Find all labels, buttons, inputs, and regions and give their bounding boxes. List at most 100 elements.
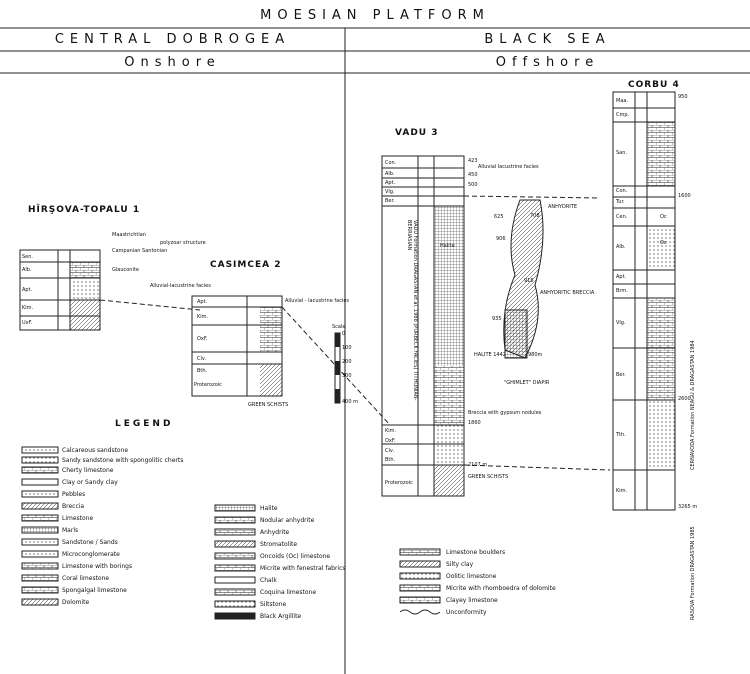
legend-item: Oncoids (Oc) limestone — [260, 553, 331, 560]
casimcea-note: GREEN SCHISTS — [248, 402, 289, 408]
vadu-depth: 500 — [468, 182, 478, 188]
hirsova-note: Glauconite — [112, 267, 139, 273]
scale-tick: 400 m — [342, 399, 359, 405]
vadu-depth: 1860 — [468, 420, 481, 426]
right-region-title: BLACK SEA — [484, 32, 611, 47]
hirsova-note: polyzoar structure — [160, 240, 206, 246]
casimcea-unit: Apt. — [197, 299, 208, 305]
casimcea-unit: Kim. — [197, 314, 209, 320]
casimcea-unit: OxF. — [197, 336, 208, 342]
scale-tick: 300 — [342, 373, 352, 379]
casimcea-title: CASIMCEA 2 — [210, 260, 282, 270]
vadu-note: Halite — [440, 243, 455, 249]
vadu-depth: 906 — [496, 236, 506, 242]
vadu-note: Breccia with gypsum nodules — [468, 410, 542, 416]
legend-item: Limestone with borings — [62, 563, 133, 570]
vadu-depth: 2107 m — [468, 462, 488, 468]
legend-item: Breccia — [62, 503, 85, 510]
vadu-unit: Bth. — [385, 457, 396, 463]
corbu-formation-upper: CERNAVODA Formation NEAGU & DRAGASTAN 19… — [690, 340, 696, 470]
legend-item: Micrite with rhomboedra of dolomite — [446, 585, 556, 592]
vadu-note: ANHYDRITE — [548, 204, 577, 210]
vadu-note: ANHYDRITIC BRECCIA — [540, 290, 595, 296]
hirsova-title: HÎRŞOVA-TOPALU 1 — [28, 205, 141, 215]
casimcea-unit: Clv. — [197, 356, 207, 362]
vadu-note: Proterozoic — [385, 480, 413, 486]
hirsova-unit: UxF. — [22, 320, 33, 326]
hirsova-unit: Apt. — [22, 287, 33, 293]
scale-label: Scale — [332, 324, 346, 330]
corbu-title: CORBU 4 — [628, 80, 680, 90]
legend-item: Limestone boulders — [446, 549, 506, 556]
scale-tick: 100 — [342, 345, 352, 351]
legend-item: Oolitic limestone — [446, 573, 497, 580]
legend-item: Sandy sandstone with spongolitic cherts — [62, 457, 184, 464]
legend-item: Siltstone — [260, 601, 287, 608]
hirsova-note: Maastrichtian — [112, 232, 146, 238]
legend-item: Marls — [62, 527, 79, 534]
corbu-unit: Maa. — [616, 98, 629, 104]
legend-title: LEGEND — [115, 419, 174, 429]
legend-item: Silty clay — [446, 561, 474, 568]
vadu-column — [381, 155, 611, 497]
hirsova-unit: Alb. — [22, 267, 32, 273]
corbu-unit: Vlg. — [616, 320, 626, 326]
left-region-title: CENTRAL DOBROGEA — [54, 32, 291, 47]
hirsova-unit: Kim. — [22, 305, 34, 311]
vadu-unit: Ber. — [385, 198, 395, 204]
vadu-formation: VADU Formation DRAGASTAN et al. 1988 (PU… — [406, 220, 418, 401]
corbu-note: Oc — [660, 214, 667, 220]
casimcea-unit: Bth. — [197, 368, 208, 374]
vadu-unit: Vlg. — [385, 189, 395, 195]
legend-item: Micrite with fenestral fabrics — [260, 565, 346, 572]
legend-item: Nodular anhydrite — [260, 517, 315, 524]
hirsova-column — [19, 249, 201, 331]
corbu-unit: San. — [616, 150, 627, 156]
scale-bar — [334, 332, 341, 404]
corbu-depth: 2600 — [678, 396, 691, 402]
casimcea-number: 2 — [274, 260, 282, 270]
vadu-depth: 423 — [468, 158, 478, 164]
vadu-unit: OxF. — [385, 438, 396, 444]
legend-item: Clay or Sandy clay — [62, 479, 118, 486]
corbu-depth: 3265 m — [678, 504, 698, 510]
vadu-unit: Apt. — [385, 180, 396, 186]
vadu-note: Alluvial lacustrine facies — [478, 164, 539, 170]
legend-item: Dolomite — [62, 599, 90, 606]
legend-symbols — [21, 446, 441, 620]
vadu-title: VADU 3 — [395, 128, 439, 138]
legend-item: Cherty limestone — [62, 467, 114, 474]
vadu-note: HALITE 1442 — [474, 352, 506, 358]
legend-item: Coquina limestone — [260, 589, 317, 596]
legend-item: Stromatolite — [260, 541, 298, 548]
vadu-note: "GHIMLET" DIAPIR — [504, 380, 550, 386]
casimcea-note: Proterozoic — [194, 382, 222, 388]
legend-item: Chalk — [260, 577, 277, 584]
right-subtitle: Offshore — [495, 55, 600, 70]
corbu-number: 4 — [672, 80, 680, 90]
casimcea-column — [191, 295, 391, 426]
corbu-unit: Cmp. — [616, 112, 630, 118]
corbu-note: Oc — [660, 240, 667, 246]
hirsova-number: 1 — [132, 205, 141, 215]
corbu-unit: Tth. — [616, 432, 626, 438]
vadu-depth: 980m — [528, 352, 543, 358]
legend-item: Clayey limestone — [446, 597, 498, 604]
scale-tick: 0 — [342, 331, 346, 337]
legend-item: Calcareous sandstone — [62, 447, 129, 454]
hirsova-unit: Sen. — [22, 254, 34, 260]
legend-item: Coral limestone — [62, 575, 110, 582]
corbu-unit: Brm. — [616, 288, 628, 294]
corbu-unit: Ber. — [616, 372, 626, 378]
legend-item: Anhydrite — [260, 529, 290, 536]
corbu-unit: Tur. — [616, 199, 625, 205]
corbu-unit: Alb. — [616, 244, 626, 250]
vadu-unit: Con. — [385, 160, 397, 166]
vadu-depth: 935 — [492, 316, 502, 322]
legend-item: Halite — [260, 505, 278, 512]
corbu-unit: Kim. — [616, 488, 628, 494]
legend-item: Pebbles — [62, 491, 86, 498]
left-subtitle: Onshore — [124, 55, 221, 70]
vadu-unit: Clv. — [385, 448, 395, 454]
